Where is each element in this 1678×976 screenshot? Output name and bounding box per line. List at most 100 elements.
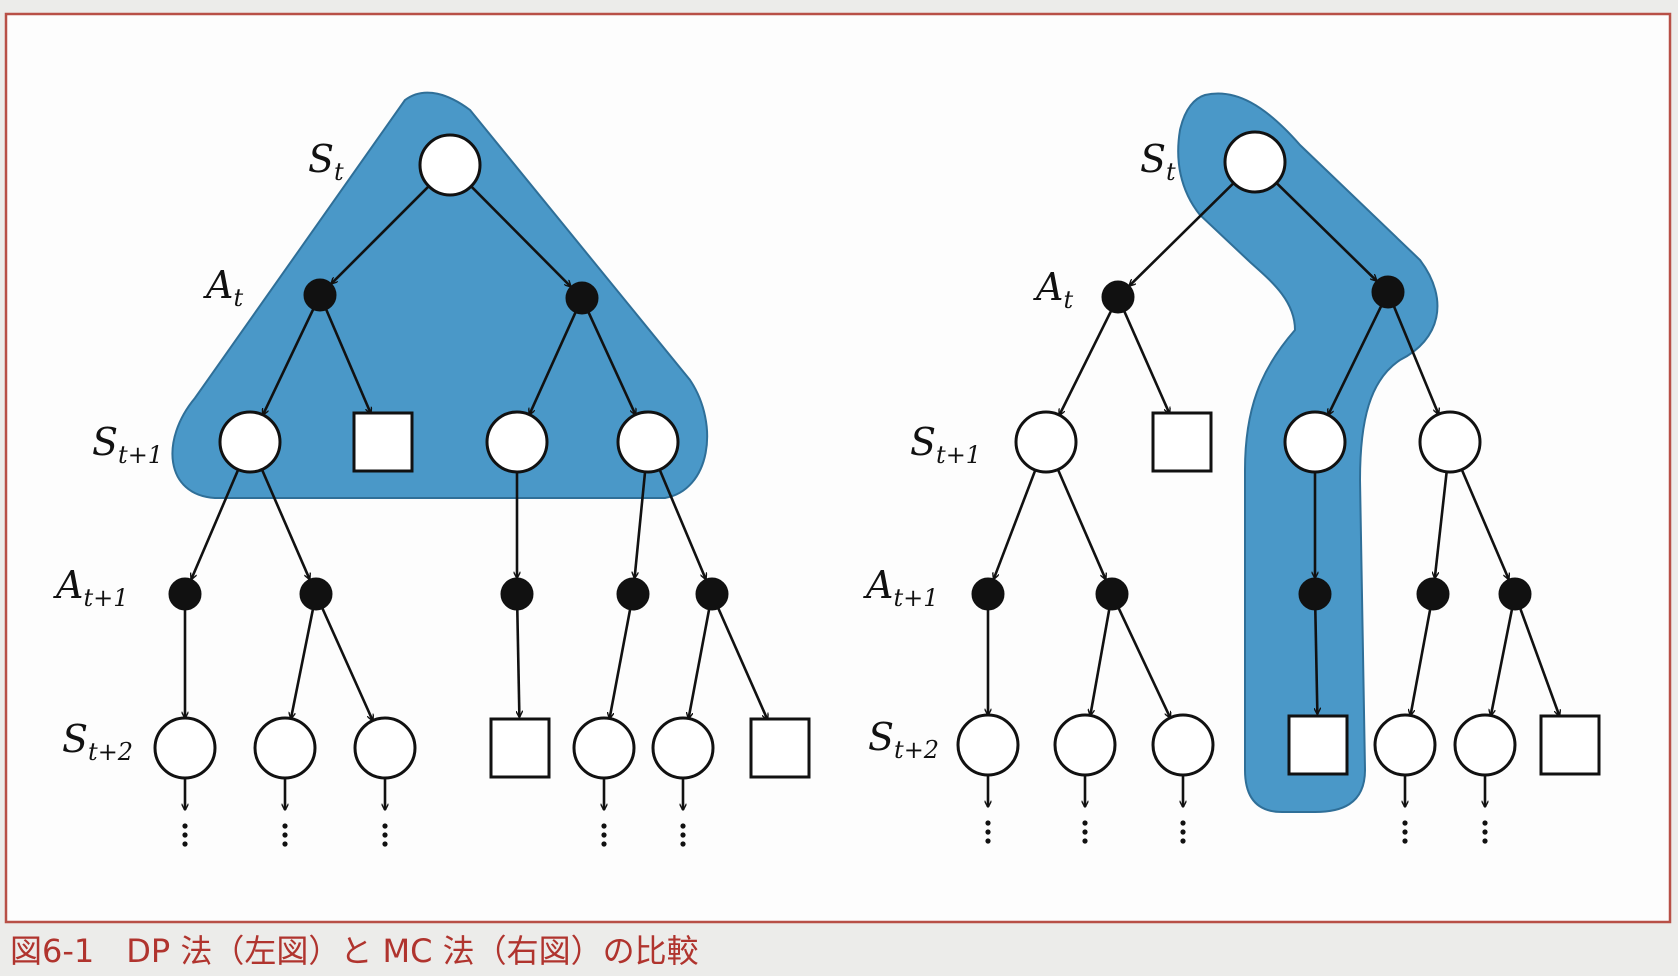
mc-ellipsis-dot [1082, 820, 1088, 826]
mc-state-node [1014, 410, 1078, 474]
dp-backup-highlight [171, 91, 709, 499]
mc-ellipsis-dot [1482, 820, 1488, 826]
dp-action-node [299, 577, 333, 611]
dp-terminal-node [749, 717, 811, 779]
dp-edge [470, 185, 571, 286]
dp-action-node [695, 577, 729, 611]
mc-edge [1275, 182, 1376, 281]
dp-ellipsis-dot [382, 841, 388, 847]
mc-edge [1392, 306, 1438, 414]
mc-state-node [1283, 410, 1347, 474]
dp-state-node [253, 716, 317, 780]
mc-edge [1410, 609, 1432, 716]
mc-edge [1519, 608, 1559, 716]
mc-terminal-node [1151, 411, 1213, 473]
dp-ellipsis-dot [282, 832, 288, 838]
dp-edge [658, 469, 706, 580]
dp-action-node [303, 278, 337, 312]
tree-nodes [153, 130, 1601, 847]
mc-edge [1117, 607, 1170, 717]
mc-ellipsis-dot [1482, 829, 1488, 835]
dp-action-node [168, 577, 202, 611]
dp-edge [610, 609, 632, 719]
mc-terminal-node [1539, 714, 1601, 776]
mc-state-node [1223, 130, 1287, 194]
mc-action-node [1298, 577, 1332, 611]
dp-state-node [485, 410, 549, 474]
dp-edge [587, 312, 636, 415]
label-a-t-right: At [1033, 265, 1073, 314]
dp-edge [191, 469, 240, 580]
dp-action-node [500, 577, 534, 611]
mc-state-node [1453, 713, 1517, 777]
dp-ellipsis-dot [282, 841, 288, 847]
dp-state-node [418, 133, 482, 197]
mc-edge [1326, 305, 1383, 415]
dp-action-node [616, 577, 650, 611]
dp-edge [717, 608, 767, 720]
mc-ellipsis-dot [1402, 820, 1408, 826]
mc-action-node [1498, 577, 1532, 611]
dp-ellipsis-dot [382, 832, 388, 838]
dp-ellipsis-dot [182, 823, 188, 829]
mc-ellipsis-dot [985, 829, 991, 835]
mc-ellipsis-dot [1082, 838, 1088, 844]
figure-caption: 図6-1 DP 法（左図）と MC 法（右図）の比較 [10, 932, 699, 970]
dp-ellipsis-dot [601, 841, 607, 847]
mc-terminal-node [1287, 714, 1349, 776]
dp-edge [261, 308, 315, 414]
dp-state-node [153, 716, 217, 780]
label-s-t1-right: St+1 [910, 420, 981, 469]
label-a-t1-right: At+1 [863, 563, 938, 612]
dp-state-node [218, 410, 282, 474]
mc-ellipsis-dot [1180, 829, 1186, 835]
mc-state-node [1053, 713, 1117, 777]
label-s-t2-left: St+2 [62, 717, 133, 766]
mc-edge [1090, 609, 1111, 716]
dp-edge [260, 469, 310, 580]
mc-state-node [1373, 713, 1437, 777]
mc-state-node [956, 713, 1020, 777]
mc-edge [994, 469, 1037, 579]
dp-ellipsis-dot [680, 832, 686, 838]
dp-state-node [353, 716, 417, 780]
dp-ellipsis-dot [601, 832, 607, 838]
mc-action-node [1101, 280, 1135, 314]
mc-edge [1056, 469, 1106, 580]
dp-state-node [651, 716, 715, 780]
dp-terminal-node [489, 717, 551, 779]
mc-edge [1123, 311, 1169, 414]
dp-ellipsis-dot [382, 823, 388, 829]
mc-ellipsis-dot [1402, 829, 1408, 835]
dp-state-node [572, 716, 636, 780]
mc-action-node [971, 577, 1005, 611]
tree-edges [185, 182, 1559, 810]
mc-action-node [1416, 577, 1450, 611]
dp-edge [635, 471, 647, 578]
dp-state-node [616, 410, 680, 474]
dp-action-node [565, 281, 599, 315]
label-a-t1-left: At+1 [53, 563, 128, 612]
mc-state-node [1151, 713, 1215, 777]
mc-action-node [1371, 275, 1405, 309]
mc-edge [1129, 182, 1235, 286]
dp-ellipsis-dot [680, 841, 686, 847]
label-s-t-right: St [1140, 137, 1176, 186]
dp-edge [325, 309, 370, 414]
dp-terminal-node [352, 411, 414, 473]
mc-edge [1460, 469, 1509, 580]
mc-edge [1058, 310, 1113, 415]
dp-ellipsis-dot [601, 823, 607, 829]
mc-edge [1315, 609, 1317, 714]
label-a-t-left: At [203, 263, 243, 312]
dp-edge [291, 609, 315, 719]
mc-action-node [1095, 577, 1129, 611]
mc-ellipsis-dot [1082, 829, 1088, 835]
mc-ellipsis-dot [1402, 838, 1408, 844]
mc-edge [1491, 609, 1514, 716]
dp-ellipsis-dot [182, 832, 188, 838]
dp-edge [689, 609, 711, 719]
dp-ellipsis-dot [680, 823, 686, 829]
